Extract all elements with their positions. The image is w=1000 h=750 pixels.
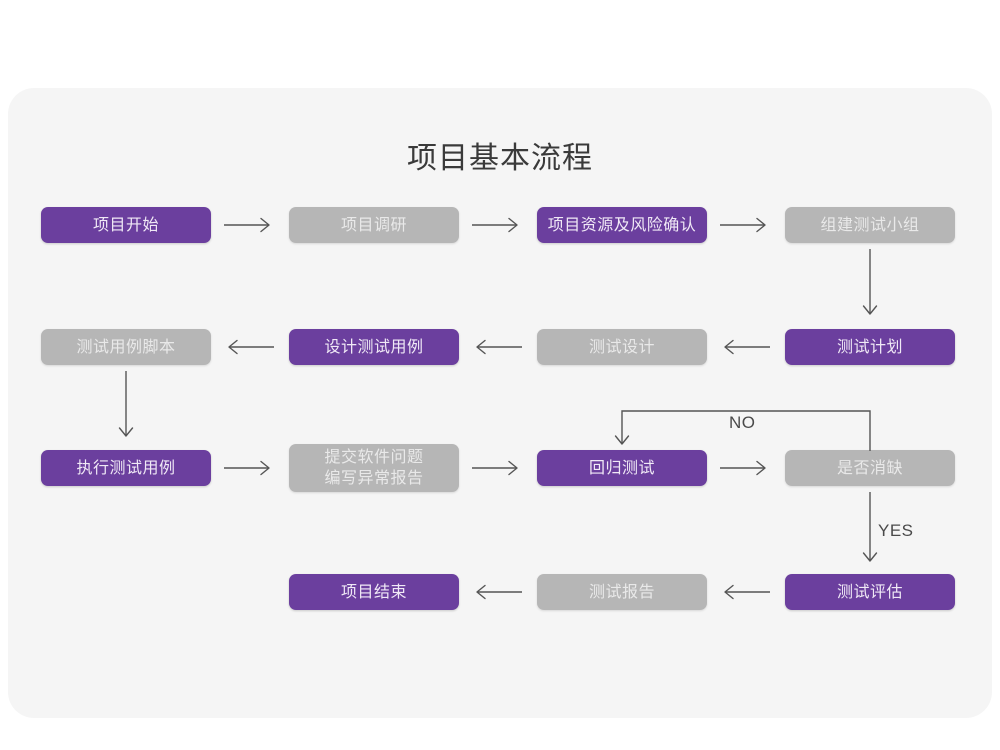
node-design-test-case[interactable]: 设计测试用例 bbox=[289, 329, 459, 365]
arrow-n9-to-n10 bbox=[222, 458, 277, 478]
arrow-n15-to-n14 bbox=[718, 582, 773, 602]
arrow-n5-to-n9 bbox=[112, 369, 140, 445]
node-test-case-script[interactable]: 测试用例脚本 bbox=[41, 329, 211, 365]
node-execute-test-case[interactable]: 执行测试用例 bbox=[41, 450, 211, 486]
arrow-n7-to-n6 bbox=[470, 337, 525, 357]
node-submit-defect-report[interactable]: 提交软件问题 编写异常报告 bbox=[289, 444, 459, 492]
node-project-research[interactable]: 项目调研 bbox=[289, 207, 459, 243]
node-resource-risk-confirm[interactable]: 项目资源及风险确认 bbox=[537, 207, 707, 243]
arrow-n3-to-n4 bbox=[718, 215, 773, 235]
arrow-yes-n12-to-n15 bbox=[856, 490, 884, 572]
arrow-n14-to-n13 bbox=[470, 582, 525, 602]
node-test-plan[interactable]: 测试计划 bbox=[785, 329, 955, 365]
node-project-end[interactable]: 项目结束 bbox=[289, 574, 459, 610]
arrow-n4-to-n8 bbox=[856, 247, 884, 323]
edge-label-no: NO bbox=[729, 413, 756, 432]
node-defect-cleared-decision[interactable]: 是否消缺 bbox=[785, 450, 955, 486]
node-test-report[interactable]: 测试报告 bbox=[537, 574, 707, 610]
edge-label-yes: YES bbox=[878, 521, 914, 540]
page-title: 项目基本流程 bbox=[407, 142, 593, 175]
arrow-n1-to-n2 bbox=[222, 215, 277, 235]
node-test-design[interactable]: 测试设计 bbox=[537, 329, 707, 365]
flowchart-card bbox=[8, 88, 992, 718]
arrow-n11-to-n12 bbox=[718, 458, 773, 478]
arrow-no-loop-n12-to-n11 bbox=[614, 405, 878, 457]
node-test-evaluation[interactable]: 测试评估 bbox=[785, 574, 955, 610]
arrow-n10-to-n11 bbox=[470, 458, 525, 478]
node-project-start[interactable]: 项目开始 bbox=[41, 207, 211, 243]
node-build-test-team[interactable]: 组建测试小组 bbox=[785, 207, 955, 243]
arrow-n6-to-n5 bbox=[222, 337, 277, 357]
node-regression-test[interactable]: 回归测试 bbox=[537, 450, 707, 486]
arrow-n8-to-n7 bbox=[718, 337, 773, 357]
arrow-n2-to-n3 bbox=[470, 215, 525, 235]
